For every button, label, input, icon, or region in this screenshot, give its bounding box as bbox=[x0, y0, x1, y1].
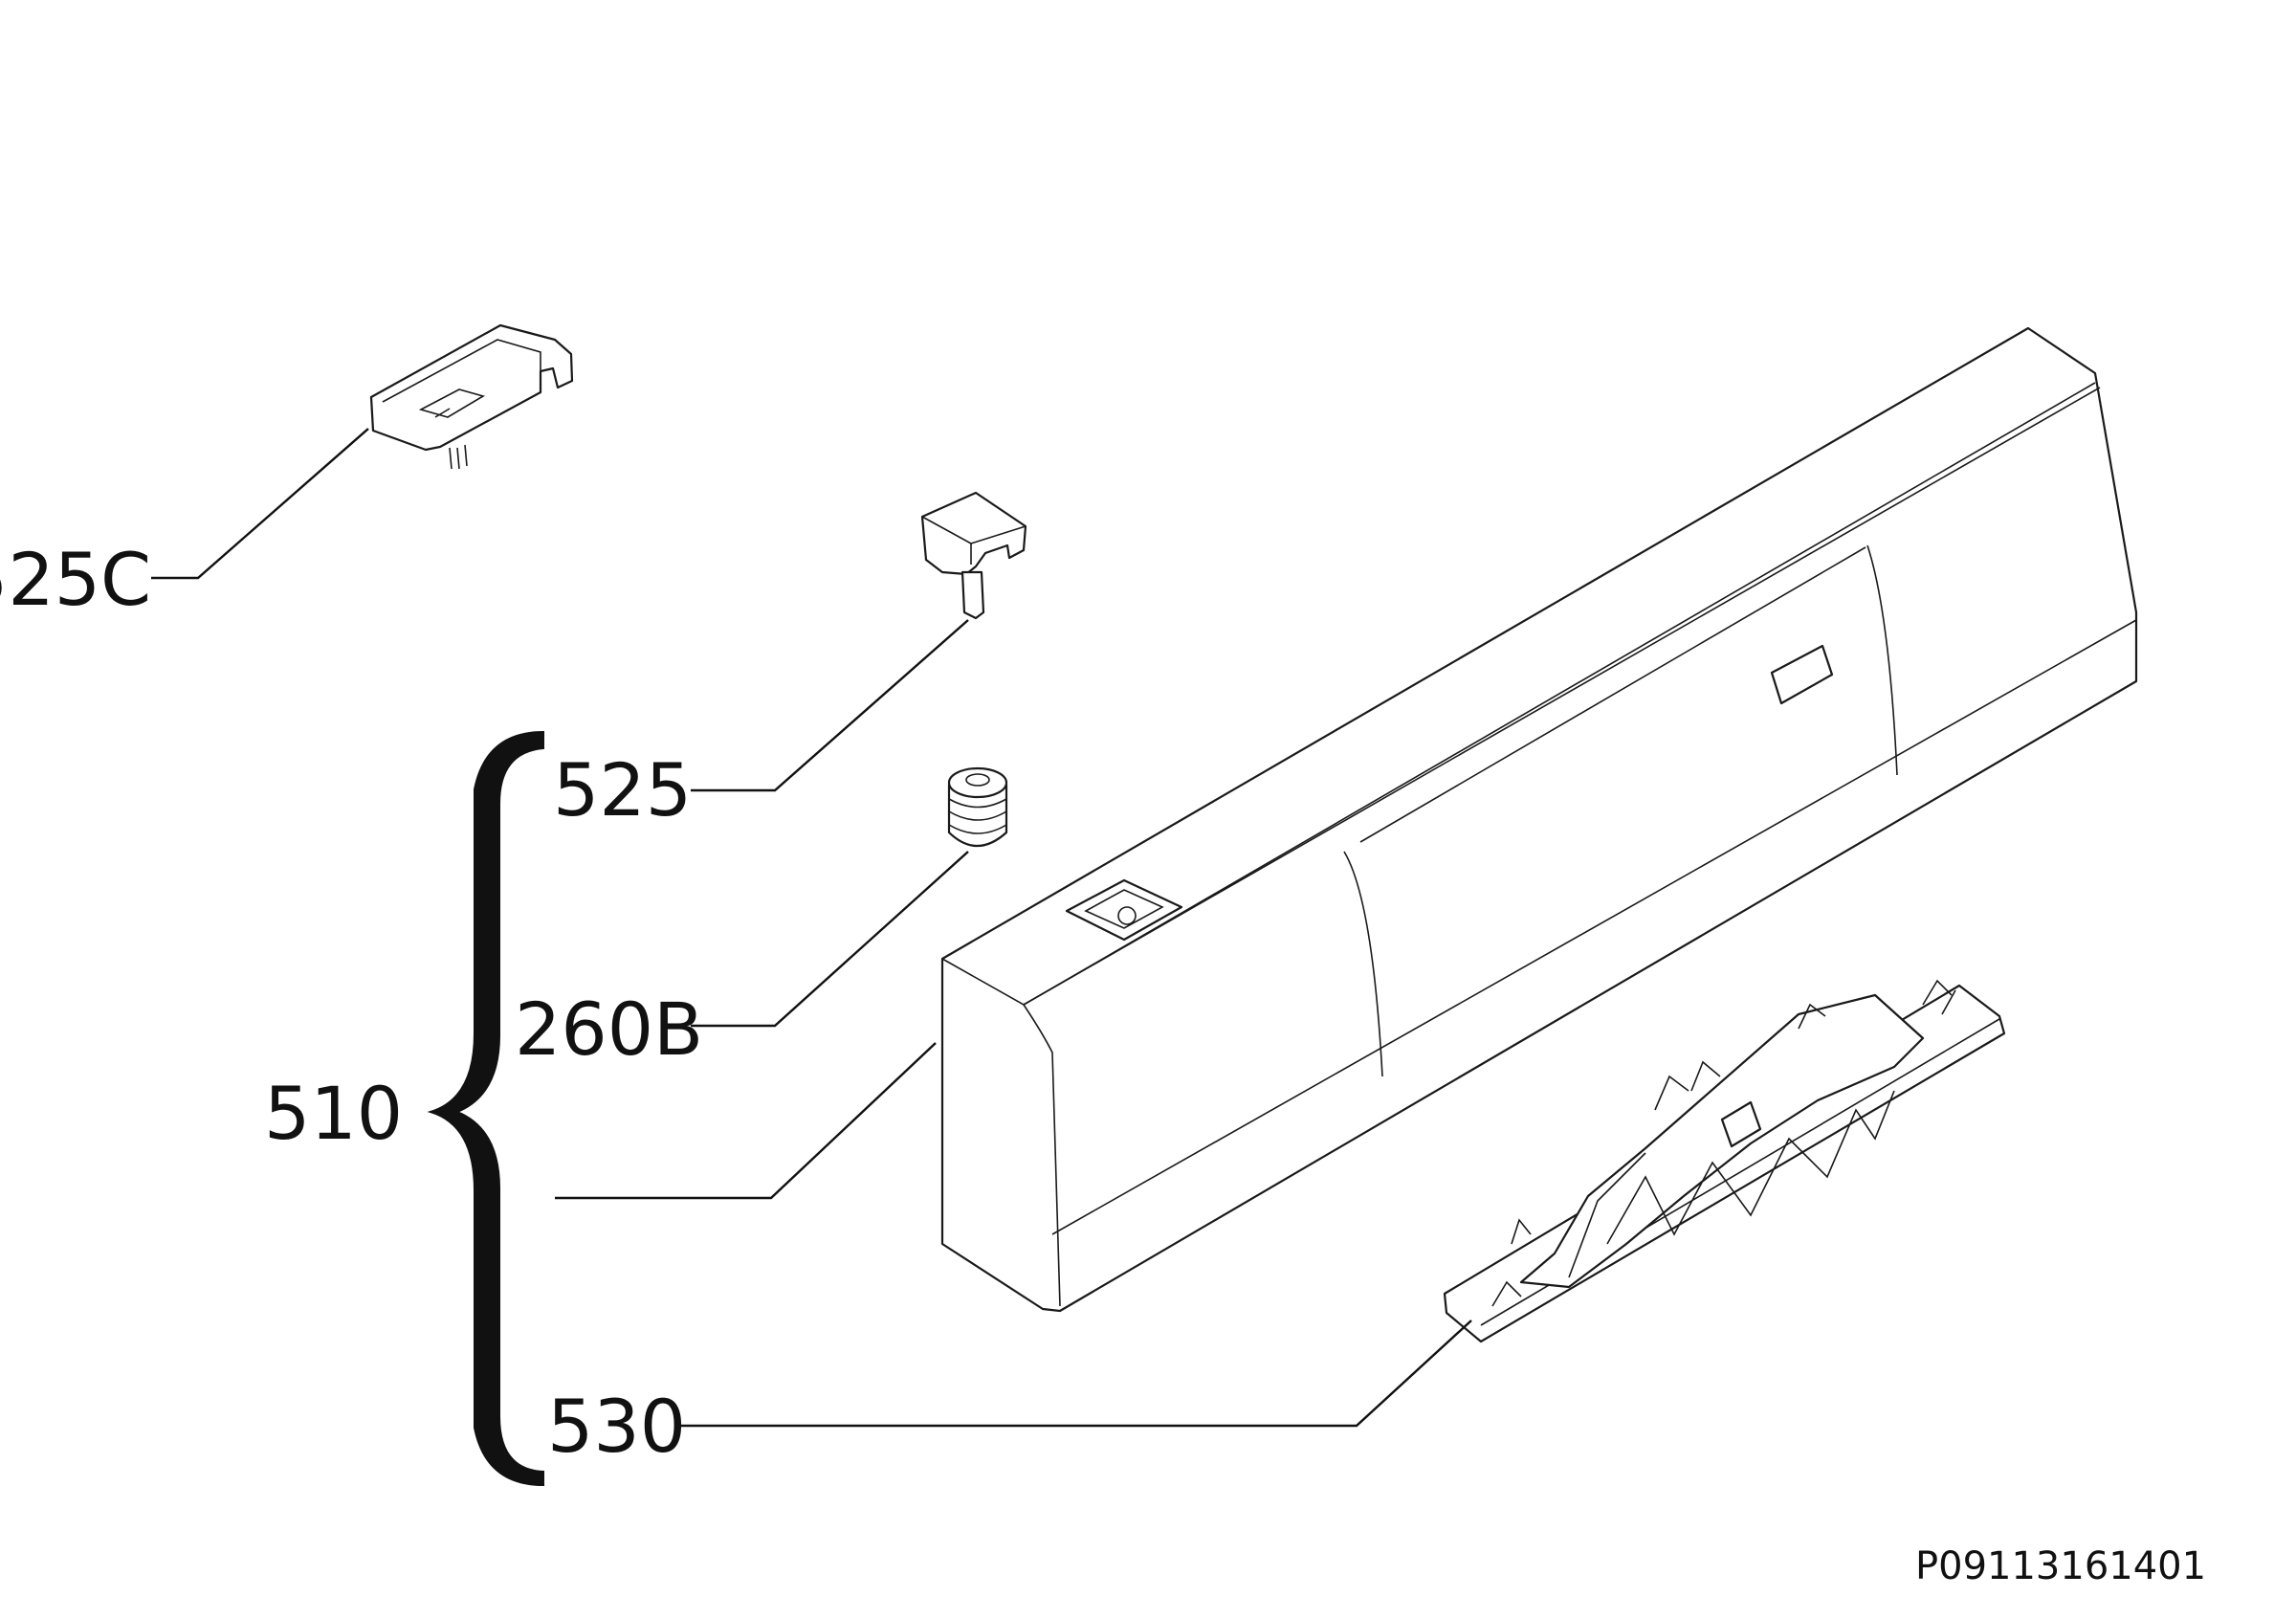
label-260b: 260B bbox=[515, 987, 703, 1072]
label-525: 525 bbox=[553, 747, 692, 832]
part-525-button-cap bbox=[920, 491, 1027, 620]
leader-525 bbox=[691, 619, 969, 792]
leader-260b bbox=[691, 851, 969, 1028]
part-510-control-panel bbox=[940, 326, 2138, 1313]
leader-530 bbox=[679, 1320, 1472, 1428]
label-530: 530 bbox=[547, 1384, 686, 1469]
leader-525c bbox=[151, 428, 369, 580]
drawing-code: P09113161401 bbox=[1915, 1544, 2206, 1588]
leader-510 bbox=[555, 1042, 937, 1200]
part-525c-bracket bbox=[369, 323, 574, 470]
part-260b-spring bbox=[947, 766, 1008, 847]
label-510: 510 bbox=[264, 1071, 403, 1156]
label-525c: 525C bbox=[0, 537, 151, 622]
part-530-handle bbox=[1443, 979, 2006, 1343]
group-brace-510 bbox=[427, 730, 544, 1487]
